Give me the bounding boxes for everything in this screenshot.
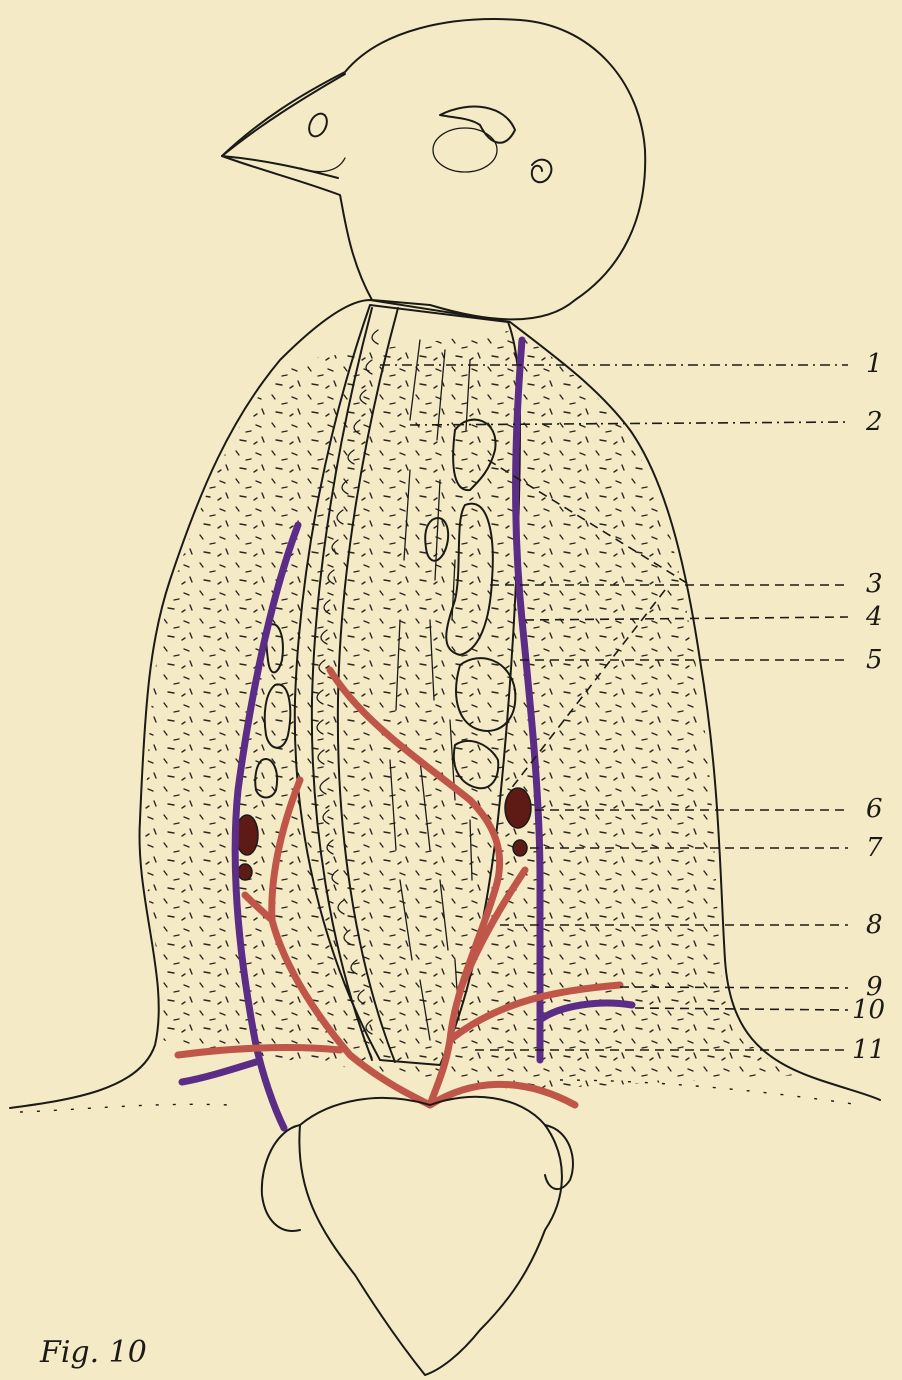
head <box>222 19 645 319</box>
figure-caption: Fig. 10 <box>39 1335 147 1370</box>
ear-opening <box>532 160 552 183</box>
cheek-patch <box>433 128 497 172</box>
label-10: 10 <box>852 995 885 1025</box>
label-2: 2 <box>865 407 883 437</box>
label-7: 7 <box>866 833 883 863</box>
label-5: 5 <box>866 645 883 675</box>
label-8: 8 <box>866 910 883 940</box>
label-4: 4 <box>865 602 883 632</box>
auricle-left <box>262 1125 300 1231</box>
beak-mouth-line <box>300 158 345 172</box>
label-3: 3 <box>866 569 883 599</box>
label-6: 6 <box>866 794 883 824</box>
heart <box>299 1097 562 1375</box>
nostril <box>306 111 331 140</box>
label-1: 1 <box>866 349 883 379</box>
label-numbers: 1 2 3 4 5 6 7 8 9 10 11 <box>852 349 885 1065</box>
label-11: 11 <box>852 1035 885 1065</box>
eye <box>440 107 515 143</box>
